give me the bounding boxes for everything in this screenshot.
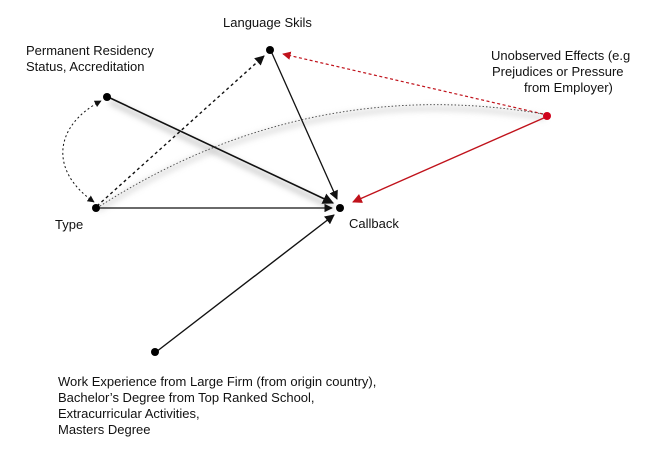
label-line: Unobserved Effects (e.g — [491, 48, 631, 63]
label-unobserved-effects: Unobserved Effects (e.g Prejudices or Pr… — [491, 48, 630, 96]
edge-unobserved-language — [282, 51, 544, 115]
label-line: Extracurricular Activities, — [58, 406, 200, 421]
edge-type-residency-bidirectional — [62, 100, 102, 203]
label-line: Permanent Residency — [26, 43, 154, 58]
label-line: Language Skils — [223, 15, 312, 30]
label-residency: Permanent Residency Status, Accreditatio… — [26, 43, 154, 75]
edge-residency-callback — [107, 96, 335, 204]
label-line: Work Experience from Large Firm (from or… — [58, 374, 377, 389]
label-callback: Callback — [349, 216, 399, 232]
label-line: Status, Accreditation — [26, 59, 145, 74]
label-line: Type — [55, 217, 84, 232]
label-line: Prejudices or Pressure — [492, 64, 624, 79]
label-type: Type — [55, 217, 83, 233]
label-language-skills: Language Skils — [223, 15, 312, 31]
edge-type-language — [96, 55, 265, 207]
node-type — [92, 204, 100, 212]
edge-language-callback — [270, 50, 338, 200]
label-line: Bachelor’s Degree from Top Ranked School… — [58, 390, 315, 405]
edge-work-callback — [155, 214, 335, 353]
node-residency — [103, 93, 111, 101]
node-unobserved — [543, 112, 551, 120]
label-line: Masters Degree — [58, 422, 151, 437]
edge-residency-callback-shadow — [108, 99, 336, 211]
label-work-experience: Work Experience from Large Firm (from or… — [58, 374, 376, 438]
edge-unobserved-callback — [352, 116, 547, 203]
label-line: Callback — [349, 216, 399, 231]
label-line: from Employer) — [524, 80, 613, 95]
edge-type-unobserved-dotted — [96, 104, 544, 209]
node-callback — [336, 204, 344, 212]
node-work-experience — [151, 348, 159, 356]
edge-type-unobserved-shadow — [96, 106, 546, 213]
node-language-skills — [266, 46, 274, 54]
